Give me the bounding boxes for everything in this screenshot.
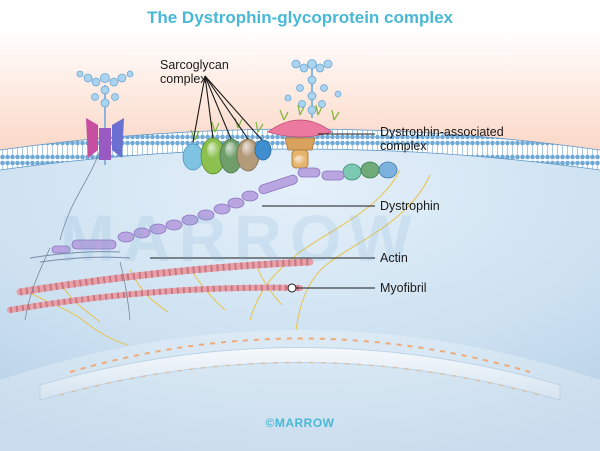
watermark-text: MARROW bbox=[60, 201, 420, 275]
label-sarcoglycan-complex: Sarcoglycan complex bbox=[160, 58, 229, 86]
label-dac-line2: complex bbox=[380, 139, 427, 153]
label-sarcoglycan-line1: Sarcoglycan bbox=[160, 58, 229, 72]
sarcoglycan-complex bbox=[182, 117, 272, 175]
label-dystrophin-associated-complex: Dystrophin-associated complex bbox=[380, 125, 504, 153]
label-dystrophin: Dystrophin bbox=[380, 199, 440, 213]
label-dac-line1: Dystrophin-associated bbox=[380, 125, 504, 139]
dystrophin-chain bbox=[51, 167, 345, 254]
syntrophin-group bbox=[342, 161, 398, 181]
label-sarcoglycan-line2: complex bbox=[160, 72, 207, 86]
label-actin: Actin bbox=[380, 251, 408, 265]
glycan-tree bbox=[284, 59, 342, 118]
diagram-title: The Dystrophin-glycoprotein complex bbox=[146, 8, 454, 27]
actin-filament bbox=[7, 251, 314, 313]
label-myofibril: Myofibril bbox=[380, 281, 427, 295]
tether-lines bbox=[24, 149, 131, 321]
receptor-protein bbox=[76, 70, 134, 165]
dystroglycan bbox=[267, 104, 340, 169]
footer-copyright: ©MARROW bbox=[265, 416, 335, 430]
leader-lines bbox=[150, 75, 375, 293]
